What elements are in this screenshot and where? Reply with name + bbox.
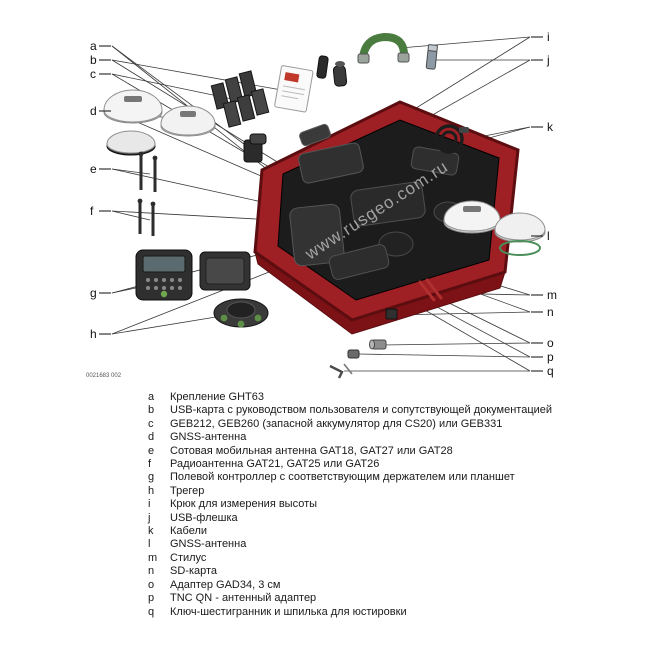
diagram-label-h: h — [90, 327, 97, 341]
legend-text: Стилус — [170, 551, 207, 564]
hex-key-illustration — [329, 363, 353, 379]
legend-item: a Крепление GHT63 — [0, 391, 650, 404]
legend-item: l GNSS-антенна — [0, 538, 650, 551]
diagram-labels-right: i j k l m n o p q — [531, 30, 557, 378]
cell-antenna-illustration — [138, 151, 158, 192]
legend-item: f Радиоантенна GAT21, GAT25 или GAT26 — [0, 458, 650, 471]
legend-text: GNSS-антенна — [170, 431, 247, 444]
legend-item: d GNSS-антенна — [0, 431, 650, 444]
legend-text: Крепление GHT63 — [170, 391, 264, 403]
foam-cutouts — [289, 123, 463, 280]
diagram-label-l: l — [547, 229, 550, 243]
diagram-label-i: i — [547, 30, 550, 44]
diagram-label-d: d — [90, 104, 97, 118]
legend-item: o Адаптер GAD34, 3 см — [0, 579, 650, 592]
legend-text: SD-карта — [170, 565, 218, 578]
tnc-adapter-illustration — [347, 349, 360, 359]
figure-number: 0021683 002 — [86, 373, 122, 379]
usb-stick-illustration — [425, 44, 438, 70]
legend-text: Трегер — [170, 484, 205, 497]
legend-key: l — [148, 538, 151, 551]
battery-pack-illustration — [210, 70, 270, 128]
legend-text: Кабели — [170, 525, 208, 538]
height-hook-illustration — [357, 32, 410, 64]
diagram-label-n: n — [547, 305, 554, 319]
legend-item: j USB-флешка — [0, 512, 650, 525]
parts-diagram: www.rusgeo.com.ru 0021683 002 a b c d e … — [86, 30, 557, 379]
legend-item: m Стилус — [0, 552, 650, 565]
legend-text: USB-карта с руководством пользователя и … — [170, 404, 553, 417]
tribrach-illustration — [213, 298, 269, 328]
legend-item: g Полевой контроллер с соответствующим де… — [0, 471, 650, 484]
diagram-label-p: p — [547, 350, 554, 364]
case-illustration — [253, 100, 520, 335]
diagram-label-e: e — [90, 162, 97, 176]
gnss-antenna-left-illustration — [103, 89, 216, 156]
diagram-label-g: g — [90, 286, 97, 300]
legend-key: j — [148, 511, 151, 524]
legend-key: k — [148, 525, 154, 538]
legend-key: i — [148, 498, 151, 511]
adapter-gad34-illustration — [369, 339, 387, 350]
legend-key: h — [148, 484, 155, 497]
gnss-antenna-right-illustration — [443, 200, 546, 256]
diagram-label-j: j — [546, 53, 550, 67]
legend-item: i Крюк для измерения высоты — [0, 498, 650, 511]
legend-item: h Трегер — [0, 485, 650, 498]
legend-key: c — [148, 417, 154, 430]
small-parts-illustration — [316, 55, 348, 87]
legend-text: GNSS-антенна — [170, 538, 247, 551]
legend-text: Сотовая мобильная антенна GAT18, GAT27 и… — [170, 444, 453, 457]
diagram-label-f: f — [90, 204, 94, 218]
legend-key: n — [148, 565, 155, 578]
legend-item: e Сотовая мобильная антенна GAT18, GAT27 … — [0, 445, 650, 458]
diagram-label-q: q — [547, 364, 554, 378]
stylus-illustration — [418, 278, 443, 302]
legend-text: Радиоантенна GAT21, GAT25 или GAT26 — [170, 458, 380, 471]
diagram-label-b: b — [90, 53, 97, 67]
diagram-label-k: k — [547, 120, 554, 134]
legend-key: m — [148, 551, 158, 564]
field-controller-illustration — [135, 249, 251, 301]
bracket-ght63-illustration — [243, 133, 267, 163]
legend-item: c GEB212, GEB260 (запасной аккумулятор дл… — [0, 418, 650, 431]
legend-text: Полевой контроллер с соответствующим дер… — [170, 471, 515, 484]
usb-doc-card-illustration — [274, 65, 314, 113]
diagram-label-o: o — [547, 336, 554, 350]
diagram-label-a: a — [90, 39, 97, 53]
legend-key: p — [148, 592, 155, 605]
diagram-label-c: c — [90, 67, 96, 81]
legend-text: Ключ-шестигранник и шпилька для юстировк… — [170, 605, 407, 618]
legend-text: Крюк для измерения высоты — [170, 498, 318, 511]
legend-list: a Крепление GHT63 b USB-карта с руководств… — [0, 388, 650, 619]
legend-item: b USB-карта с руководством пользователя и… — [0, 404, 650, 417]
legend-item: p TNC QN - антенный адаптер — [0, 592, 650, 605]
diagram-labels-left: a b c d e f g h — [90, 39, 111, 341]
legend-key: f — [148, 458, 152, 471]
diagram-label-m: m — [547, 288, 557, 302]
legend-text: Адаптер GAD34, 3 см — [170, 578, 281, 591]
legend-item: q Ключ-шестигранник и шпилька для юстиров… — [0, 606, 650, 619]
legend-text: USB-флешка — [170, 511, 238, 524]
cables-illustration — [434, 124, 469, 154]
legend-key: a — [148, 391, 155, 403]
legend-key: b — [148, 404, 155, 417]
legend-text: GEB212, GEB260 (запасной аккумулятор для… — [170, 417, 503, 430]
sd-card-illustration — [385, 308, 398, 320]
legend-item: k Кабели — [0, 525, 650, 538]
legend-text: TNC QN - антенный адаптер — [170, 592, 317, 605]
legend-key: g — [148, 471, 155, 484]
parts-diagram-svg: www.rusgeo.com.ru 0021683 002 a b c d e … — [86, 30, 557, 379]
legend-item: n SD-карта — [0, 565, 650, 578]
legend-key: o — [148, 578, 155, 591]
radio-antenna-illustration — [137, 198, 156, 236]
legend-key: q — [148, 605, 155, 618]
legend-key: e — [148, 444, 155, 457]
legend-key: d — [148, 431, 155, 444]
